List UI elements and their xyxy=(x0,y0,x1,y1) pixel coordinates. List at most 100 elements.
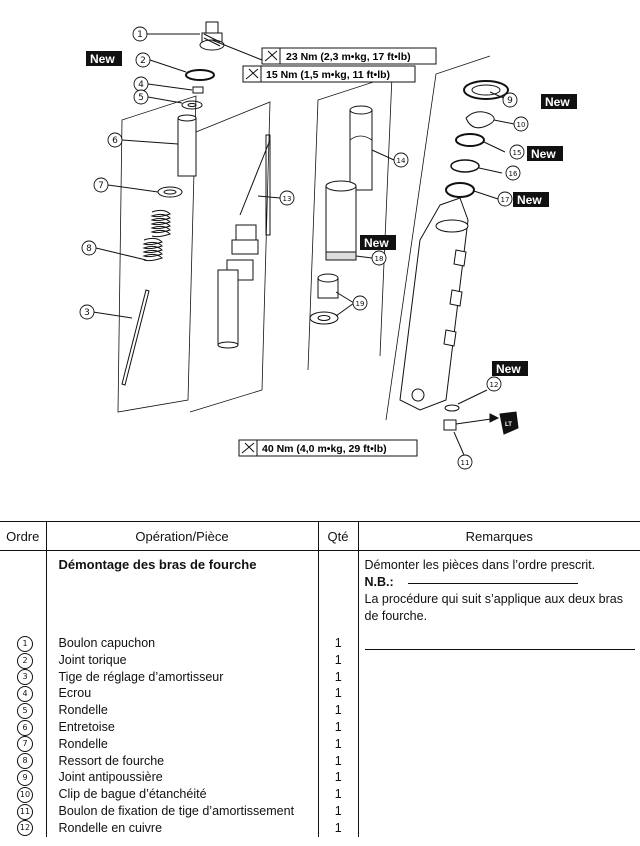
svg-text:New: New xyxy=(531,147,556,161)
item-qty: 1 xyxy=(317,718,358,736)
callout-15: 15 xyxy=(513,149,522,157)
item-qty: 1 xyxy=(317,735,358,753)
locktite-label: LT xyxy=(505,422,512,428)
torque-value-2: 15 Nm (1,5 m•kg, 11 ft•lb) xyxy=(266,69,390,81)
remark-line-1: Démonter les pièces dans l’ordre prescri… xyxy=(364,558,596,572)
new-badge: New xyxy=(360,235,396,250)
callout-2: 2 xyxy=(140,56,146,66)
item-qty: 1 xyxy=(317,668,358,686)
parts-table: Ordre Opération/Pièce Qté Remarques Démo… xyxy=(0,521,640,846)
table-row: 11 Boulon de fixation de tige d’amortisse… xyxy=(0,802,358,820)
table-row: 7 Rondelle 1 xyxy=(0,735,358,753)
section-title: Démontage des bras de fourche xyxy=(58,557,257,572)
callout-14: 14 xyxy=(397,157,406,165)
svg-text:New: New xyxy=(496,362,521,376)
exploded-fork-diagram: 23 Nm (2,3 m•kg, 17 ft•lb) 15 Nm (1,5 m•… xyxy=(79,21,577,470)
item-qty: 1 xyxy=(317,635,358,652)
table-row: 4 Ecrou 1 xyxy=(0,685,358,703)
callout-7: 7 xyxy=(98,181,104,191)
callout-3: 3 xyxy=(84,308,90,318)
svg-text:New: New xyxy=(517,193,542,207)
table-row: 2 Joint torique 1 xyxy=(0,651,358,669)
item-label: Joint antipoussière xyxy=(58,770,163,785)
item-label: Joint torique xyxy=(58,652,127,667)
svg-text:New: New xyxy=(364,236,389,250)
item-qty: 1 xyxy=(317,702,358,719)
new-badge: New xyxy=(513,192,549,207)
item-label: Ressort de fourche xyxy=(58,753,165,768)
remark-line-2: La procédure qui suit s’applique aux deu… xyxy=(364,592,624,623)
item-number: 9 xyxy=(17,770,33,787)
nb-divider xyxy=(407,583,578,584)
torque-box-3: 40 Nm (4,0 m•kg, 29 ft•lb) xyxy=(238,439,418,457)
callout-19: 19 xyxy=(356,300,365,308)
table-row: 3 Tige de réglage d’amortisseur 1 xyxy=(0,668,358,686)
item-number: 2 xyxy=(17,652,33,669)
torque-box-2: 15 Nm (1,5 m•kg, 11 ft•lb) xyxy=(242,65,416,83)
item-label: Rondelle xyxy=(58,703,108,718)
item-qty: 1 xyxy=(317,786,358,803)
item-qty: 1 xyxy=(317,752,358,770)
new-badge: New xyxy=(492,361,528,376)
new-badge: New xyxy=(541,94,577,109)
item-qty: 1 xyxy=(317,651,358,669)
item-label: Rondelle xyxy=(58,736,108,751)
callout-10: 10 xyxy=(517,121,526,129)
item-number: 10 xyxy=(17,786,33,803)
new-badge: New xyxy=(86,51,122,66)
table-row: 1 Boulon capuchon 1 xyxy=(0,635,358,652)
table-row: 10 Clip de bague d’étanchéité 1 xyxy=(0,786,358,803)
item-number: 6 xyxy=(17,719,33,736)
item-qty: 1 xyxy=(317,802,358,820)
item-qty: 1 xyxy=(317,819,358,837)
fork-spring-part xyxy=(142,209,171,262)
header-remarques: Remarques xyxy=(357,521,640,551)
callout-18: 18 xyxy=(375,255,384,263)
item-label: Ecrou xyxy=(58,686,92,701)
item-number: 7 xyxy=(17,736,33,753)
item-number: 1 xyxy=(17,635,33,652)
callout-11: 11 xyxy=(461,459,470,467)
table-row: 9 Joint antipoussière 1 xyxy=(0,769,358,787)
item-number: 3 xyxy=(17,669,33,686)
remarks-end-divider xyxy=(364,649,635,650)
item-label: Entretoise xyxy=(58,719,115,734)
svg-text:New: New xyxy=(90,52,115,66)
callout-9: 9 xyxy=(507,96,513,106)
table-row: 5 Rondelle 1 xyxy=(0,702,358,719)
callout-8: 8 xyxy=(86,244,92,254)
torque-box-1: 23 Nm (2,3 m•kg, 17 ft•lb) xyxy=(261,47,437,65)
item-number: 4 xyxy=(17,686,33,703)
callout-4: 4 xyxy=(138,80,144,90)
item-number: 11 xyxy=(17,803,33,820)
table-row: 12 Rondelle en cuivre 1 xyxy=(0,819,358,837)
table-row: 6 Entretoise 1 xyxy=(0,718,358,736)
torque-value-3: 40 Nm (4,0 m•kg, 29 ft•lb) xyxy=(262,443,387,455)
header-ordre: Ordre xyxy=(0,521,46,551)
svg-text:New: New xyxy=(545,95,570,109)
remarks: Démonter les pièces dans l’ordre prescri… xyxy=(359,551,640,650)
callout-12: 12 xyxy=(490,381,499,389)
callout-1: 1 xyxy=(137,30,143,40)
item-label: Boulon capuchon xyxy=(58,636,156,650)
outer-tube-part xyxy=(399,197,469,411)
callout-6: 6 xyxy=(112,136,118,146)
header-operation: Opération/Pièce xyxy=(45,521,318,551)
torque-value-1: 23 Nm (2,3 m•kg, 17 ft•lb) xyxy=(286,51,411,63)
table-header-row: Ordre Opération/Pièce Qté Remarques xyxy=(0,521,640,551)
item-number: 5 xyxy=(17,702,33,719)
item-label: Rondelle en cuivre xyxy=(58,820,163,835)
callout-16: 16 xyxy=(509,170,518,178)
new-badge: New xyxy=(527,146,563,161)
callout-17: 17 xyxy=(501,196,510,204)
item-label: Boulon de fixation de tige d’amortisseme… xyxy=(58,803,295,818)
item-label: Clip de bague d’étanchéité xyxy=(58,787,207,802)
item-qty: 1 xyxy=(317,685,358,703)
item-number: 12 xyxy=(17,820,33,837)
item-label: Tige de réglage d’amortisseur xyxy=(58,669,224,684)
item-qty: 1 xyxy=(317,769,358,787)
header-qte: Qté xyxy=(317,521,358,551)
damper-rod-part xyxy=(217,134,271,349)
callout-13: 13 xyxy=(283,195,292,203)
